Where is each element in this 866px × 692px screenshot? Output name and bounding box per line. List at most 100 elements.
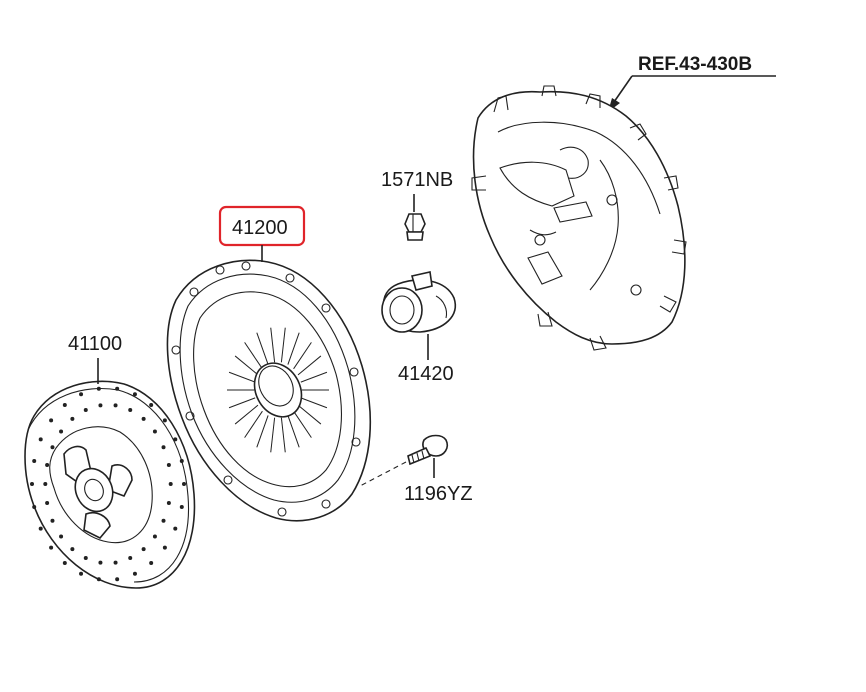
disc-rivet-dot	[128, 556, 133, 561]
housing-boss	[541, 85, 557, 97]
disc-rivet-dot	[152, 429, 157, 434]
disc-rivet-dot	[79, 392, 84, 397]
disc-rivet-dot	[59, 534, 64, 539]
disc-rivet-dot	[113, 560, 118, 565]
cover-bolt-hole	[285, 273, 295, 283]
disc-rivet-dot	[168, 482, 173, 486]
bolt-thread	[421, 450, 425, 460]
housing-hole	[534, 234, 546, 246]
diaphragm-finger	[287, 415, 300, 448]
disc-rivet-dot	[173, 526, 178, 531]
diaphragm-finger	[270, 417, 276, 453]
disc-rivet-dot	[115, 386, 120, 391]
disc-rivet-dot	[173, 437, 178, 442]
housing-tab	[553, 201, 593, 223]
housing-outline	[472, 90, 686, 345]
diaphragm-finger	[256, 332, 269, 365]
disc-rim-thickness	[27, 387, 190, 583]
nut-1571nb	[404, 213, 426, 241]
diaphragm-finger	[244, 410, 263, 438]
disc-rivet-dot	[113, 403, 118, 408]
disc-rivet-dot	[30, 482, 34, 486]
disc-label: 41100	[68, 333, 122, 355]
housing-curve	[529, 229, 557, 236]
disc-rivet-dot	[179, 504, 184, 509]
cover-center-bore	[258, 365, 294, 407]
nut-hex	[404, 213, 426, 233]
cover-bolt-hole	[321, 303, 331, 313]
disc-rivet-dot	[152, 534, 157, 539]
disc-damper-spring	[83, 511, 111, 539]
housing-boss	[589, 335, 607, 351]
disc-rivet-dot	[45, 500, 50, 505]
cover-bolt-hole	[189, 287, 199, 297]
cover-callout: 41200	[218, 205, 306, 262]
diaphragm-finger	[234, 355, 259, 376]
disc-rivet-dot	[79, 571, 84, 576]
disc-rivet-dot	[96, 577, 101, 582]
disc-callout: 41100	[68, 333, 122, 384]
disc-rivet-dot	[179, 459, 184, 464]
cover-bolt-hole	[241, 261, 251, 271]
clutch-housing	[471, 85, 687, 351]
bolt-thread	[416, 452, 420, 462]
housing-hole	[630, 284, 642, 296]
clutch-disc-41100	[24, 380, 196, 589]
disc-rivet-dot	[161, 518, 166, 523]
cover-bolt-hole	[215, 265, 225, 275]
diaphragm-finger	[270, 327, 276, 363]
disc-rivet-dot	[38, 526, 43, 531]
diaphragm-finger	[293, 410, 312, 438]
ref-callout: REF.43-430B	[608, 54, 776, 112]
cover-bolt-hole	[171, 345, 181, 355]
disc-rivet-dot	[43, 482, 48, 486]
clutch-cover-41200	[166, 259, 372, 522]
housing-boss	[585, 93, 601, 108]
disc-rivet-dot	[98, 560, 103, 565]
disc-rivet-dot	[182, 482, 186, 486]
nut-collar	[406, 231, 424, 241]
disc-rivet-dot	[70, 416, 75, 421]
cover-bolt-hole	[321, 499, 331, 509]
cover-bolt-hole	[185, 411, 195, 421]
disc-rivet-dot	[38, 437, 43, 442]
housing-boss	[493, 95, 509, 113]
disc-rivet-dot	[45, 463, 50, 468]
disc-spline-bore	[84, 478, 104, 502]
disc-rivet-dot	[149, 561, 154, 566]
housing-boss-inner	[559, 146, 589, 179]
disc-rivet-dot	[149, 402, 154, 407]
ref-leader-line	[613, 75, 633, 103]
disc-rivet-dot	[50, 518, 55, 523]
disc-inner-plate	[49, 426, 153, 544]
diaphragm-finger	[293, 342, 312, 370]
diaphragm-finger	[280, 417, 286, 453]
cover-center-hub	[253, 362, 303, 418]
diaphragm-finger	[300, 397, 328, 409]
diaphragm-finger	[228, 397, 256, 409]
disc-rivet-dot	[132, 392, 137, 397]
bolt-dashed-path	[359, 461, 407, 487]
diaphragm-finger	[280, 327, 286, 363]
diaphragm-finger	[234, 404, 259, 425]
disc-rivet-dot	[161, 445, 166, 450]
bearing-fork-tab	[410, 271, 433, 291]
diaphragm-finger	[300, 371, 328, 383]
diaphragm-fingers	[227, 327, 329, 453]
disc-rivet-dot	[83, 407, 88, 412]
disc-rivet-dot	[115, 577, 120, 582]
ref-label: REF.43-430B	[638, 54, 752, 75]
cover-bolt-hole	[349, 367, 359, 377]
housing-boss	[671, 239, 687, 255]
disc-rivet-dot	[141, 416, 146, 421]
disc-rivet-dot	[59, 429, 64, 434]
disc-rivet-dot	[166, 463, 171, 468]
diaphragm-finger	[297, 404, 322, 425]
cover-inner-ring	[179, 273, 356, 503]
disc-rivet-dot	[132, 571, 137, 576]
housing-curve	[589, 159, 619, 291]
nut-callout: 1571NB	[381, 169, 453, 212]
release-bearing-41420	[381, 271, 457, 333]
disc-rivet-dot	[162, 545, 167, 550]
